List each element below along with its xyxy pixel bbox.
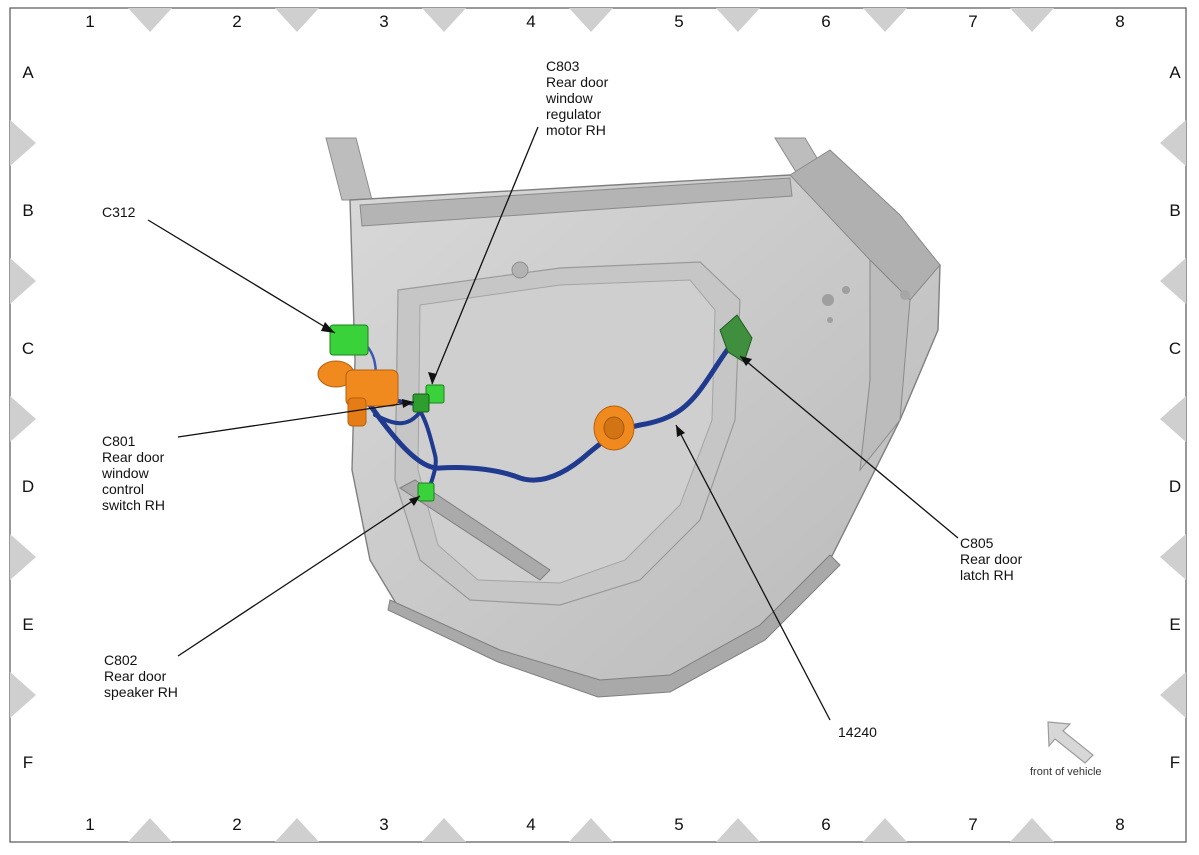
callout-line: switch RH — [102, 497, 166, 513]
row-label: D — [21, 477, 35, 496]
rear-door-panel — [325, 137, 941, 698]
row-label: F — [22, 753, 34, 772]
col-label: 8 — [1115, 815, 1125, 834]
connector-c802 — [417, 482, 435, 502]
callout-line: C803 — [546, 58, 580, 74]
callout-line: window — [546, 90, 593, 106]
col-label: 6 — [821, 12, 831, 31]
col-label: 8 — [1115, 12, 1125, 31]
callout-line: Rear door — [960, 551, 1023, 567]
col-label: 6 — [821, 815, 831, 834]
row-label: E — [22, 615, 34, 634]
callout-line: 14240 — [838, 724, 877, 740]
callout-c803: C803 Rear door window regulator motor RH — [546, 58, 608, 138]
row-label: D — [1168, 477, 1182, 496]
col-label: 2 — [232, 12, 242, 31]
col-label: 7 — [968, 815, 978, 834]
callout-line: C805 — [960, 535, 994, 551]
callout-c312: C312 — [102, 204, 135, 220]
col-label: 5 — [674, 12, 684, 31]
col-label: 1 — [85, 12, 95, 31]
row-label: B — [1169, 201, 1181, 220]
col-label: 3 — [379, 12, 389, 31]
callout-line: Rear door — [102, 449, 165, 465]
callout-line: window — [102, 465, 149, 481]
callout-line: speaker RH — [104, 684, 178, 700]
col-label: 5 — [674, 815, 684, 834]
callout-line: control — [102, 481, 145, 497]
col-label: 4 — [526, 12, 536, 31]
col-label: 4 — [526, 815, 536, 834]
row-label: C — [21, 339, 35, 358]
callout-c801: C801 Rear door window control switch RH — [102, 433, 165, 513]
connectors — [329, 314, 753, 502]
leader-lines — [147, 126, 959, 721]
col-label: 2 — [232, 815, 242, 834]
callout-line: C802 — [104, 652, 138, 668]
front-of-vehicle-label: front of vehicle — [1030, 766, 1102, 778]
connector-c801 — [412, 393, 430, 413]
callout-line: Rear door — [104, 668, 167, 684]
callout-line: C801 — [102, 433, 136, 449]
callout-c802: C802 Rear door speaker RH — [104, 652, 178, 700]
row-label: A — [1169, 63, 1181, 82]
row-label: E — [1169, 615, 1181, 634]
connector-c805 — [719, 314, 753, 363]
grommets — [317, 360, 635, 451]
col-label: 3 — [379, 815, 389, 834]
callout-c805: C805 Rear door latch RH — [960, 535, 1022, 583]
row-label: A — [22, 63, 34, 82]
callout-line: motor RH — [546, 122, 606, 138]
callout-line: C312 — [102, 204, 136, 220]
col-label: 1 — [85, 815, 95, 834]
row-label: B — [22, 201, 34, 220]
callout-line: latch RH — [960, 567, 1014, 583]
row-label: F — [1169, 753, 1181, 772]
grid-markers — [10, 8, 1186, 842]
front-of-vehicle-arrow-icon — [1047, 721, 1094, 764]
leader-arrowheads — [321, 322, 752, 506]
callout-line: regulator — [546, 106, 602, 122]
connector-c312 — [329, 324, 369, 356]
callout-line: Rear door — [546, 74, 609, 90]
col-label: 7 — [968, 12, 978, 31]
callout-14240: 14240 — [838, 724, 877, 740]
row-label: C — [1168, 339, 1182, 358]
